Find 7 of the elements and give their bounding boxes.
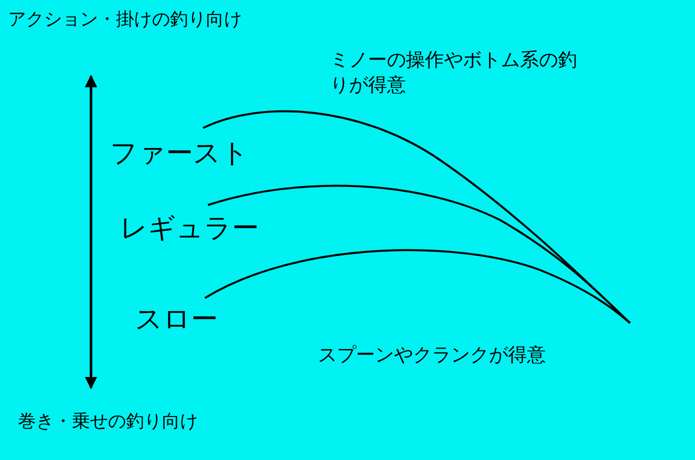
note-text: アクション・掛けの釣り向け xyxy=(8,8,242,32)
curve-label: ファースト xyxy=(110,137,249,171)
curve-label: スロー xyxy=(135,303,218,337)
curve-label: レギュラー xyxy=(120,212,259,246)
note-text: スプーンやクランクが得意 xyxy=(318,343,546,368)
note-text: 巻き・乗せの釣り向け xyxy=(18,410,198,434)
note-text: ミノーの操作やボトム系の釣りが得意 xyxy=(330,48,578,98)
